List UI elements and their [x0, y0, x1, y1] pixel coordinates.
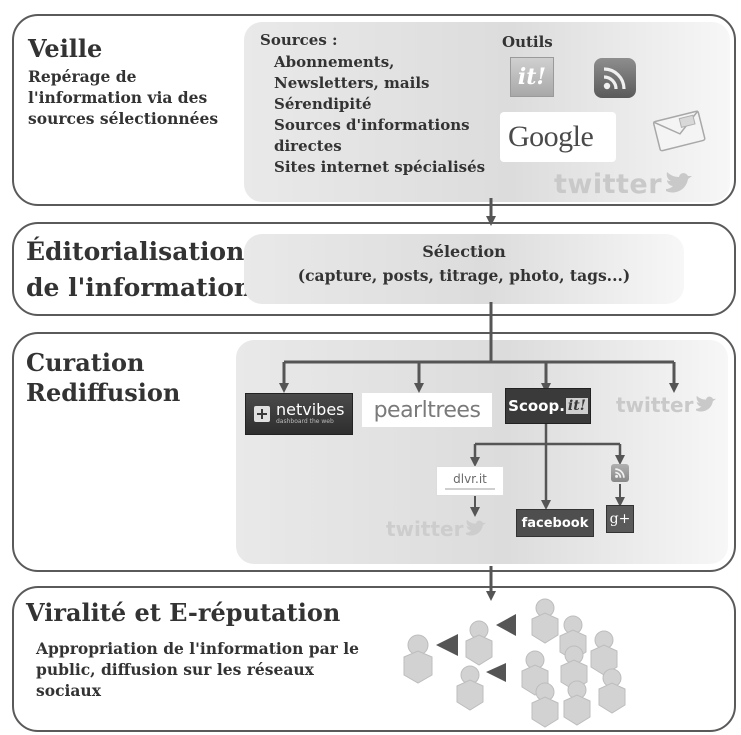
twitter-curation-logo-text: twitter	[616, 393, 694, 417]
rss-icon	[594, 58, 636, 98]
curation-title: Curation Rediffusion	[26, 348, 180, 408]
editorialisation-title-line: de l'information	[26, 273, 253, 302]
rss-small-icon	[611, 464, 629, 482]
viralite-description-line: public, diffusion sur les réseaux	[36, 660, 314, 679]
scoopit-tool-mark: it!	[517, 64, 547, 90]
twitter-curation-logo: twitter	[616, 390, 734, 420]
scoopit-logo-mark: it!	[565, 398, 588, 414]
veille-description-line: l'information via des	[28, 88, 208, 107]
dlvrit-logo: dlvr.it	[436, 466, 504, 496]
source-item: Sources d'informations	[274, 116, 470, 134]
twitter-tool-logo: twitter	[554, 168, 726, 200]
editorialisation-title: Éditorialisation de l'information	[26, 234, 252, 306]
twitter-bird-icon	[666, 172, 693, 193]
curation-title-line: Rediffusion	[26, 378, 181, 407]
source-item: Newsletters, mails	[274, 74, 430, 92]
scoopit-logo-text: Scoop.	[508, 397, 565, 415]
viralite-description-line: sociaux	[36, 681, 101, 700]
curation-title-line: Curation	[26, 348, 145, 377]
netvibes-logo: netvibes dashboard the web	[245, 393, 353, 435]
source-item: Sérendipité	[274, 95, 372, 113]
facebook-logo: facebook	[516, 509, 594, 537]
source-item: Abonnements,	[274, 53, 395, 71]
source-item: Sites internet spécialisés	[274, 158, 486, 176]
veille-description-line: sources sélectionnées	[28, 109, 219, 128]
netvibes-logo-text: netvibes	[276, 400, 345, 419]
scoopit-tool-logo: it!	[510, 57, 554, 97]
veille-description-line: Repérage de	[28, 67, 137, 86]
sources-label: Sources :	[260, 31, 338, 49]
veille-title: Veille	[28, 34, 103, 63]
viralite-description-line: Appropriation de l'information par le	[36, 639, 359, 658]
netvibes-tagline: dashboard the web	[276, 418, 334, 425]
selection-detail: (capture, posts, titrage, photo, tags...…	[297, 266, 631, 285]
twitter-bird-icon	[466, 519, 487, 536]
pearltrees-logo: pearltrees	[362, 393, 492, 427]
google-logo-text: Google	[508, 120, 594, 153]
twitter-bird-icon	[696, 395, 717, 412]
sources-list: Abonnements, Newsletters, mails Sérendip…	[274, 52, 485, 178]
outils-label: Outils	[502, 33, 553, 51]
selection-panel: Sélection (capture, posts, titrage, phot…	[244, 234, 684, 304]
scoopit-logo: Scoop. it!	[505, 388, 591, 424]
viralite-title: Viralité et E-réputation	[26, 598, 341, 627]
twitter-small-logo-text: twitter	[386, 517, 464, 541]
editorialisation-title-line: Éditorialisation	[26, 237, 245, 266]
mail-icon	[648, 104, 710, 156]
people-network-icon	[403, 598, 626, 728]
selection-title: Sélection	[422, 242, 506, 261]
source-item: directes	[274, 137, 342, 155]
google-logo: Google	[500, 112, 616, 162]
veille-description: Repérage de l'information via des source…	[28, 66, 218, 129]
veille-sources-panel: Sources : Abonnements, Newsletters, mail…	[244, 22, 730, 202]
gplus-logo: g+	[606, 505, 634, 533]
veille-section: Veille Repérage de l'information via des…	[12, 14, 736, 206]
twitter-small-logo: twitter	[386, 514, 508, 544]
megaphone-arrows	[436, 614, 516, 682]
viralite-description: Appropriation de l'information par le pu…	[36, 638, 359, 701]
dlvrit-logo-text: dlvr.it	[453, 472, 487, 486]
facebook-logo-text: facebook	[521, 515, 589, 531]
pearltrees-logo-text: pearltrees	[373, 397, 481, 423]
gplus-logo-text: g+	[609, 511, 631, 527]
editorialisation-section: Éditorialisation de l'information Sélect…	[12, 222, 736, 316]
twitter-tool-logo-text: twitter	[554, 168, 663, 200]
